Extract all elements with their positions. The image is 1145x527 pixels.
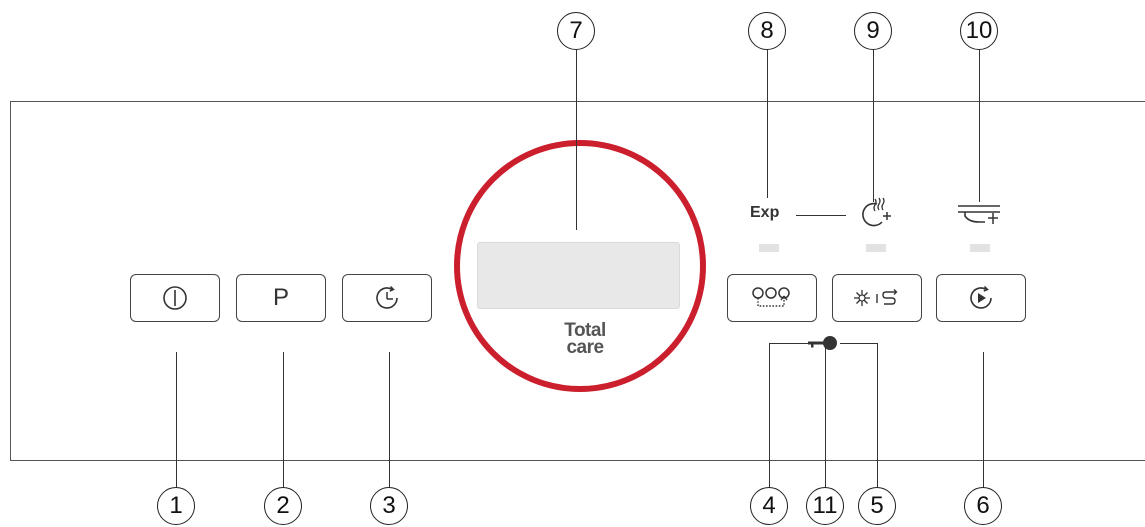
leader-line-11	[825, 348, 827, 488]
leader-line-9	[873, 50, 875, 202]
leader-line-6	[983, 352, 985, 488]
dry-plus-icon	[862, 197, 891, 227]
delay-start-button[interactable]	[342, 274, 432, 322]
callout-1: 1	[157, 487, 195, 525]
leader-line-8	[767, 50, 769, 198]
display-screen	[477, 242, 680, 309]
power-icon	[163, 286, 187, 310]
key-lock-line-right	[840, 343, 878, 345]
key-lock-line-left	[769, 343, 809, 345]
leader-line-2	[283, 352, 285, 488]
sparkle-rinse-icon	[854, 289, 898, 306]
callout-3: 3	[370, 487, 408, 525]
callout-10: 10	[960, 12, 998, 50]
start-button[interactable]	[936, 274, 1026, 322]
exp-connector-line	[796, 215, 846, 217]
rack-plus-icon	[958, 205, 1000, 224]
logo-line-1: Total	[564, 320, 606, 341]
leader-line-5	[877, 343, 879, 488]
indicator-light-exp	[759, 244, 779, 252]
callout-9: 9	[854, 12, 892, 50]
power-button[interactable]	[130, 274, 220, 322]
total-care-logo: Total care	[530, 320, 640, 358]
start-play-icon	[970, 285, 992, 309]
callout-8: 8	[748, 12, 786, 50]
logo-line-2: care	[566, 337, 604, 358]
callout-2: 2	[264, 487, 302, 525]
sensor-dots-icon	[752, 287, 790, 307]
callout-5: 5	[858, 487, 896, 525]
express-label: Exp	[750, 204, 780, 221]
leader-line-1	[176, 352, 178, 488]
leader-line-3	[389, 352, 391, 488]
sensor-option-button[interactable]	[727, 274, 817, 322]
program-button[interactable]: P	[236, 274, 326, 322]
leader-line-10	[979, 50, 981, 202]
display-ring	[454, 140, 706, 392]
program-label: P	[272, 284, 289, 311]
callout-7: 7	[557, 12, 595, 50]
callout-4: 4	[750, 487, 788, 525]
callout-11: 11	[806, 487, 844, 525]
key-lock-icon	[808, 336, 837, 350]
control-panel	[10, 101, 1145, 461]
leader-line-7	[576, 50, 578, 230]
leader-line-4	[769, 343, 771, 488]
indicator-light-dry	[866, 244, 886, 252]
indicator-light-rack	[970, 244, 990, 252]
callout-6: 6	[964, 487, 1002, 525]
rinse-option-button[interactable]	[832, 274, 922, 322]
timer-icon	[376, 285, 398, 309]
